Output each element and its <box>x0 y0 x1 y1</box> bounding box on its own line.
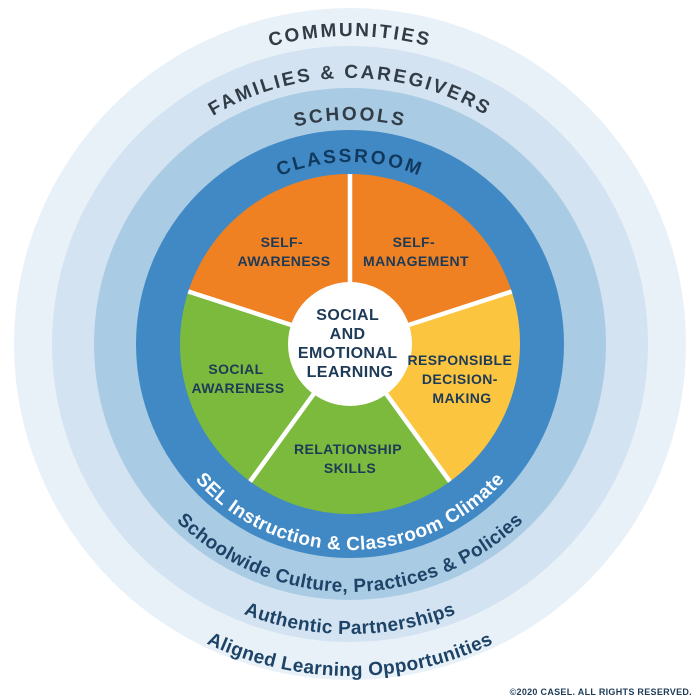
label-line: AND <box>330 326 366 343</box>
relationship-skills-label: RELATIONSHIP SKILLS <box>294 441 406 476</box>
social-awareness-label: SOCIAL AWARENESS <box>191 361 284 396</box>
label-line: SELF- <box>393 234 435 250</box>
label-line: SELF- <box>261 234 303 250</box>
self-awareness-label: SELF- AWARENESS <box>237 234 330 269</box>
label-line: RESPONSIBLE <box>407 352 512 368</box>
segment-relationship-skills <box>250 344 450 514</box>
label-line: AWARENESS <box>191 380 284 396</box>
center-circle <box>288 282 412 406</box>
label-line: MAKING <box>432 390 491 406</box>
label-line: SKILLS <box>324 460 376 476</box>
label-line: EMOTIONAL <box>298 345 397 362</box>
label-line: SOCIAL <box>316 307 379 324</box>
responsible-decision-making-label: RESPONSIBLE DECISION- MAKING <box>407 352 516 406</box>
self-management-label: SELF- MANAGEMENT <box>363 234 469 269</box>
label-line: MANAGEMENT <box>363 253 469 269</box>
label-line: RELATIONSHIP <box>294 441 402 457</box>
label-line: LEARNING <box>307 364 394 381</box>
label-line: AWARENESS <box>237 253 330 269</box>
copyright-text: ©2020 CASEL. ALL RIGHTS RESERVED. <box>510 687 692 697</box>
center-label: SOCIAL AND EMOTIONAL LEARNING <box>298 307 402 381</box>
label-line: SOCIAL <box>208 361 263 377</box>
label-line: DECISION- <box>422 371 498 387</box>
